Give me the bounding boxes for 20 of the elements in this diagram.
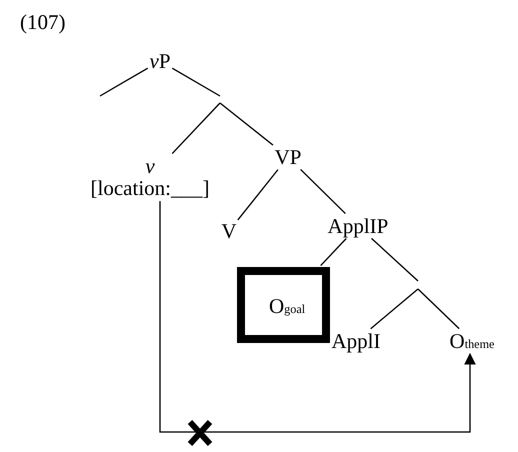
tree-label: ApplI [332, 330, 380, 352]
tree-branch [172, 102, 220, 154]
tree-label: ApplIP [328, 215, 388, 238]
tree-label: V [221, 220, 237, 242]
tree-label: [location:___] [90, 177, 210, 200]
tree-branch [371, 238, 418, 282]
tree-branch [237, 169, 278, 220]
arrow [159, 201, 476, 433]
tree-branch [320, 238, 347, 266]
tree-branch [100, 68, 148, 97]
tree-branch [220, 102, 274, 146]
example-number: (107) [20, 10, 66, 35]
tree-branch [300, 168, 346, 214]
tree-branch [418, 288, 460, 330]
tree-label: v [144, 155, 156, 178]
tree-label: VP [274, 146, 302, 168]
tree-branch [172, 68, 220, 97]
tree-label: vP [149, 50, 170, 72]
highlight-box [237, 267, 330, 343]
tree-branch [370, 288, 418, 330]
